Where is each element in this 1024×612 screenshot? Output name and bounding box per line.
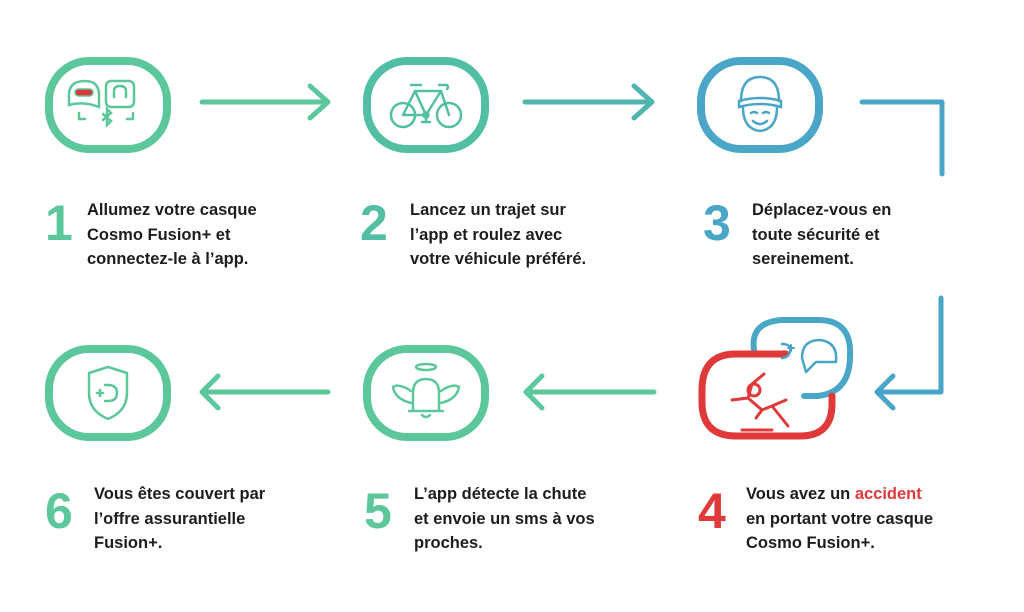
step-5-line: proches. bbox=[414, 534, 483, 552]
fall-accident-icon bbox=[698, 317, 854, 440]
smiling-rider-icon bbox=[737, 75, 783, 133]
step-1-icon-box bbox=[45, 57, 171, 153]
step-2-line: Lancez un trajet sur bbox=[410, 201, 566, 219]
step-6-line: Vous êtes couvert par bbox=[94, 485, 266, 503]
step-2-icon-box bbox=[363, 57, 489, 153]
step-4-text: Vous avez un accident en portant votre c… bbox=[746, 482, 933, 556]
step-1-text: Allumez votre casque Cosmo Fusion+ et co… bbox=[87, 198, 257, 272]
step-6-text: Vous êtes couvert par l’offre assurantie… bbox=[94, 482, 265, 556]
step-6-line: Fusion+. bbox=[94, 534, 163, 552]
arrow-left-4-5 bbox=[523, 373, 657, 411]
angel-bell-icon bbox=[391, 362, 461, 419]
step-3-text: Déplacez-vous en toute sécurité et serei… bbox=[752, 198, 891, 272]
step-4-line: Vous avez un accident bbox=[746, 482, 933, 507]
step-1-line: connectez-le à l’app. bbox=[87, 250, 249, 268]
step-1-line: Cosmo Fusion+ et bbox=[87, 225, 231, 244]
arrow-down-left-to-4 bbox=[874, 295, 944, 411]
step-5-text: L’app détecte la chute et envoie un sms … bbox=[414, 482, 595, 556]
arrow-right-2-3 bbox=[522, 83, 655, 121]
step-4-line: en portant votre casque bbox=[746, 509, 934, 528]
step-6-icon-box bbox=[45, 345, 171, 441]
step-3-number: 3 bbox=[703, 195, 731, 251]
step-5-number: 5 bbox=[364, 483, 392, 539]
insurance-shield-icon bbox=[87, 365, 129, 421]
step-3-line: toute sécurité et bbox=[752, 225, 880, 244]
step-4-line-prefix: Vous avez un bbox=[746, 485, 855, 503]
step-2-line: l’app et roulez avec bbox=[410, 225, 563, 244]
step-2-text: Lancez un trajet sur l’app et roulez ave… bbox=[410, 198, 586, 272]
step-3-line: sereinement. bbox=[752, 250, 854, 268]
step-5-line: L’app détecte la chute bbox=[414, 485, 587, 503]
arrow-left-5-6 bbox=[199, 373, 331, 411]
helmet-bluetooth-icon bbox=[67, 79, 136, 129]
step-2-number: 2 bbox=[360, 195, 388, 251]
corner-line-3-4 bbox=[859, 99, 945, 177]
accident-highlight: accident bbox=[854, 485, 922, 503]
step-4-number: 4 bbox=[698, 483, 726, 539]
step-1-line: Allumez votre casque bbox=[87, 201, 257, 219]
step-1-number: 1 bbox=[45, 195, 73, 251]
arrow-right-1-2 bbox=[199, 83, 331, 121]
step-6-number: 6 bbox=[45, 483, 73, 539]
step-2-line: votre véhicule préféré. bbox=[410, 250, 587, 268]
bicycle-icon bbox=[389, 83, 463, 129]
step-3-line: Déplacez-vous en bbox=[752, 201, 892, 219]
step-4-line: Cosmo Fusion+. bbox=[746, 534, 875, 552]
step-5-line: et envoie un sms à vos bbox=[414, 509, 595, 528]
step-6-line: l’offre assurantielle bbox=[94, 509, 246, 528]
step-5-icon-box bbox=[363, 345, 489, 441]
step-3-icon-box bbox=[697, 57, 823, 153]
